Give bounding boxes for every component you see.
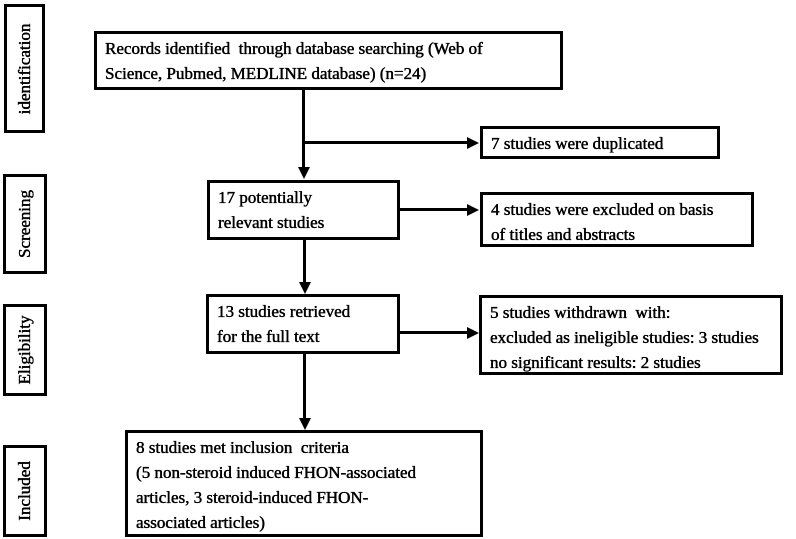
box-duplicated: 7 studies were duplicated [480,126,720,159]
box-records-identified: Records identified through database sear… [94,31,563,90]
arrow-relevant-to-retrieved-arrowhead-icon [299,282,311,294]
stage-label-included: Included [15,461,34,521]
arrow-to-withdrawn-arrowhead-icon [467,327,479,339]
stage-box-identification: identification [4,4,45,133]
box-relevant-line-2: relevant studies [218,213,325,232]
arrow-relevant-to-retrieved-line [303,240,306,282]
box-withdrawn-line-2: excluded as ineligible studies: 3 studie… [490,328,759,347]
box-included-line-4: associated articles) [136,513,265,532]
box-potentially-relevant: 17 potentially relevant studies [207,180,400,240]
arrow-to-withdrawn-line [400,331,467,334]
arrow-to-excluded-arrowhead-icon [467,204,479,216]
box-withdrawn-line-1: 5 studies withdrawn with: [490,303,671,322]
stage-label-eligibility: Eligibility [15,315,34,385]
box-retrieved-line-2: for the full text [217,327,320,346]
box-relevant-line-1: 17 potentially [218,188,312,207]
box-records-line-1: Records identified through database sear… [105,39,483,58]
stage-box-screening: Screening [3,174,47,274]
box-included-line-3: articles, 3 steroid-induced FHON- [136,488,369,507]
box-withdrawn-line-3: no significant results: 2 studies [490,353,701,372]
arrow-to-duplicated-arrowhead-icon [467,137,479,149]
box-records-line-2: Science, Pubmed, MEDLINE database) (n=24… [105,64,427,83]
arrow-to-duplicated-line [302,141,467,144]
arrow-records-to-relevant-line [302,90,305,167]
stage-box-eligibility: Eligibility [3,304,47,396]
arrow-retrieved-to-included-line [303,354,306,418]
box-excluded-line-1: 4 studies were excluded on basis [491,200,714,219]
arrow-retrieved-to-included-arrowhead-icon [299,418,311,430]
box-excluded-titles-abstracts: 4 studies were excluded on basis of titl… [480,192,754,247]
stage-label-identification: identification [14,23,34,114]
box-fulltext-retrieved: 13 studies retrieved for the full text [206,294,400,354]
arrow-to-excluded-line [400,208,467,211]
arrow-records-to-relevant-arrowhead-icon [298,167,310,179]
box-excluded-line-2: of titles and abstracts [491,225,635,244]
box-included-line-1: 8 studies met inclusion criteria [136,438,349,457]
stage-label-screening: Screening [15,190,34,258]
box-duplicated-line-1: 7 studies were duplicated [491,134,664,153]
box-withdrawn: 5 studies withdrawn with: excluded as in… [479,295,783,375]
box-retrieved-line-1: 13 studies retrieved [217,302,351,321]
stage-box-included: Included [3,445,47,537]
box-included-line-2: (5 non-steroid induced FHON-associated [136,463,416,482]
box-inclusion-criteria: 8 studies met inclusion criteria (5 non-… [125,430,483,537]
